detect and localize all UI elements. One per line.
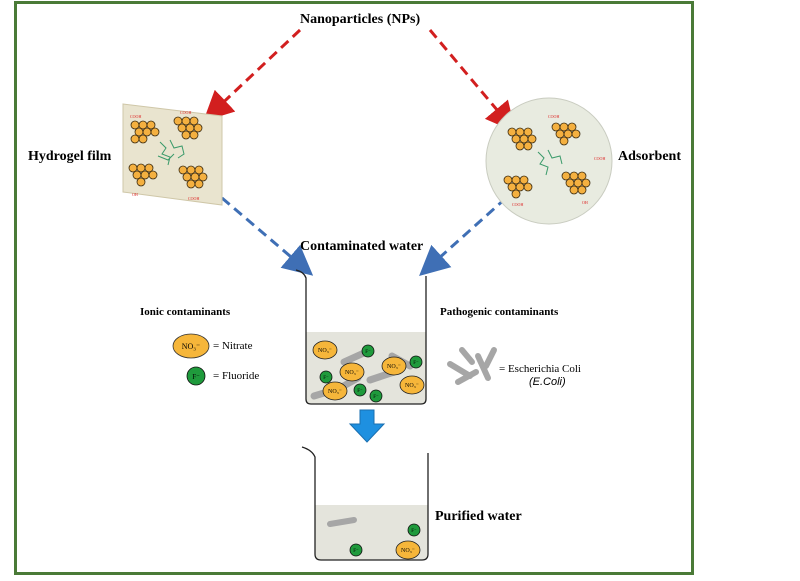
nitrate-ions [312, 340, 425, 401]
nanoparticles-label: Nanoparticles (NPs) [300, 12, 421, 27]
legend-ecoli-icon [447, 347, 497, 385]
svg-text:F⁻: F⁻ [357, 389, 363, 394]
ionic-contaminants-label: Ionic contaminants [140, 306, 231, 318]
svg-text:F⁻: F⁻ [373, 395, 379, 400]
legend-fluoride-label: = Fluoride [213, 370, 260, 382]
arrow-adsorbent-to-water [419, 196, 508, 277]
svg-text:NO₃⁻: NO₃⁻ [401, 548, 415, 554]
svg-text:COOH: COOH [188, 196, 199, 201]
pathogenic-contaminants-label: Pathogenic contaminants [440, 306, 559, 318]
legend-fluoride-icon: F⁻ [186, 366, 206, 386]
svg-text:NO₃⁻: NO₃⁻ [328, 389, 342, 395]
svg-text:F⁻: F⁻ [411, 529, 417, 534]
svg-text:COOH: COOH [512, 202, 523, 207]
hexagon-sheet-icon [130, 120, 160, 144]
svg-text:COOH: COOH [130, 114, 141, 119]
hydrogel-film-label: Hydrogel film [28, 149, 112, 164]
svg-text:F⁻: F⁻ [192, 373, 200, 381]
svg-text:NO₃⁻: NO₃⁻ [318, 348, 332, 354]
svg-text:OH: OH [132, 192, 138, 197]
arrow-np-to-adsorbent [428, 29, 516, 133]
legend-ecoli-label: = Escherichia Coli [499, 363, 581, 375]
contaminated-water-label: Contaminated water [300, 239, 424, 254]
legend-nitrate-icon: NO₃⁻ [172, 333, 210, 359]
svg-text:F⁻: F⁻ [323, 376, 329, 381]
svg-text:NO₃⁻: NO₃⁻ [345, 370, 359, 376]
process-down-arrow [348, 409, 386, 443]
figure-border [14, 1, 694, 575]
svg-text:NO₃⁻: NO₃⁻ [387, 364, 401, 370]
legend-ecoli-abbrev: (E.Coli) [529, 376, 566, 388]
adsorbent-image: COOH COOH COOH OH [485, 97, 613, 225]
svg-text:F⁻: F⁻ [365, 350, 371, 355]
purified-water-beaker: F⁻ F⁻ NO₃⁻ [301, 446, 429, 561]
svg-text:OH: OH [582, 200, 588, 205]
svg-text:NO₃⁻: NO₃⁻ [405, 383, 419, 389]
svg-text:COOH: COOH [548, 114, 559, 119]
svg-text:NO₃⁻: NO₃⁻ [182, 342, 201, 351]
contaminated-water-beaker: NO₃⁻ NO₃⁻ NO₃⁻ NO₃⁻ NO₃⁻ F⁻ F⁻ F⁻ F⁻ F⁻ [295, 269, 427, 405]
arrow-hydrogel-to-water [221, 196, 314, 276]
svg-text:F⁻: F⁻ [413, 361, 419, 366]
arrow-np-to-hydrogel [203, 28, 302, 122]
svg-text:F⁻: F⁻ [353, 549, 359, 554]
adsorbent-label: Adsorbent [618, 149, 682, 164]
svg-text:COOH: COOH [594, 156, 605, 161]
svg-text:COOH: COOH [180, 110, 191, 115]
legend-nitrate-label: = Nitrate [213, 340, 253, 352]
fluoride-ions [319, 344, 423, 403]
hydrogel-film-image: COOH COOH COOH OH [122, 103, 223, 206]
purified-water-label: Purified water [435, 509, 522, 524]
